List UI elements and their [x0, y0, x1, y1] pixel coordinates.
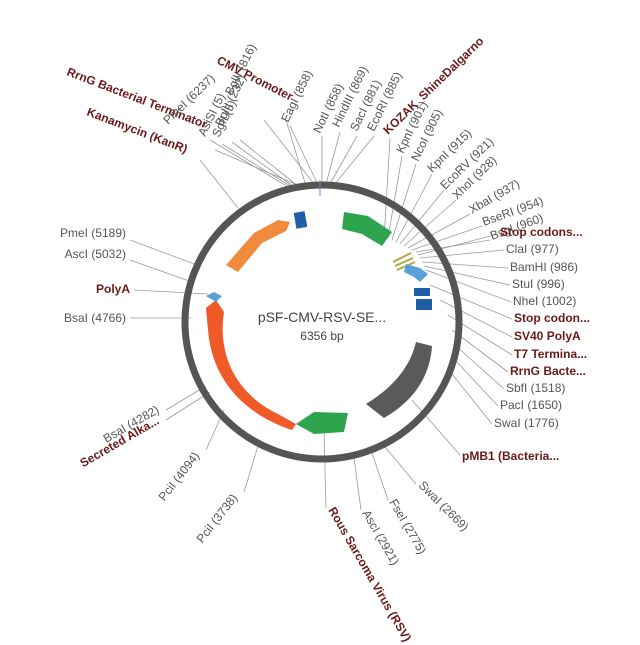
leader-line: [353, 457, 362, 511]
restriction-site-label[interactable]: PciI (4094): [156, 449, 203, 503]
restriction-site-label[interactable]: BsaI (4766): [64, 311, 126, 325]
leader-line: [423, 265, 511, 286]
leader-line: [129, 239, 198, 266]
feature-label[interactable]: SV40 PolyA: [514, 329, 581, 343]
leader-line: [231, 141, 295, 188]
leader-line: [285, 119, 307, 187]
kanamycin-resistance-arrow[interactable]: [226, 220, 290, 272]
leader-line: [384, 446, 417, 485]
restriction-site-label[interactable]: AscI (5032): [65, 247, 126, 261]
restriction-site-label[interactable]: SwaI (1776): [494, 416, 559, 430]
rrng-terminator-box[interactable]: [293, 211, 308, 229]
feature-label[interactable]: PolyA: [96, 282, 130, 296]
leader-line: [451, 373, 493, 425]
leader-line: [399, 189, 445, 245]
leader-line: [165, 391, 211, 421]
kozak-marker-1: [392, 252, 412, 263]
leader-line: [419, 249, 505, 259]
leader-line: [383, 137, 391, 241]
feature-label[interactable]: RrnG Bacte...: [510, 364, 586, 378]
kozak-marker-2: [394, 257, 414, 267]
leader-line: [407, 213, 471, 249]
leader-line: [454, 344, 505, 390]
restriction-site-label[interactable]: PciI (3738): [194, 491, 241, 545]
leader-line: [325, 131, 341, 185]
leader-line: [421, 261, 509, 269]
leader-line: [289, 125, 319, 186]
feature-label[interactable]: Stop codons...: [500, 225, 583, 239]
leader-line: [214, 149, 301, 187]
leader-line: [263, 119, 316, 186]
feature-label[interactable]: Stop codon...: [514, 311, 590, 325]
stop-codon-arrow[interactable]: [404, 264, 428, 282]
leader-line: [239, 139, 299, 187]
leader-line: [391, 163, 417, 241]
leader-line: [371, 452, 389, 501]
leader-line: [395, 173, 433, 243]
feature-label[interactable]: T7 Termina...: [514, 347, 587, 361]
sv40-polya-box[interactable]: [414, 288, 430, 296]
leader-line: [387, 155, 403, 239]
leader-line: [454, 359, 499, 407]
leader-line: [411, 225, 483, 251]
leader-line: [209, 139, 291, 189]
leader-line: [129, 259, 193, 283]
rsv-promoter-arrow[interactable]: [296, 412, 348, 434]
leader-line: [425, 269, 512, 303]
restriction-site-label[interactable]: BamHI (986): [510, 260, 578, 274]
plasmid-backbone-ring: [181, 181, 463, 463]
leader-line: [199, 159, 239, 209]
restriction-site-label[interactable]: SwaI (2669): [416, 478, 472, 534]
feature-label[interactable]: pMB1 (Bacteria...: [462, 449, 559, 463]
leader-line: [403, 199, 457, 247]
leader-line: [329, 135, 358, 185]
secreted-alkaline-phosphatase-arrow[interactable]: [206, 300, 296, 430]
leader-line: [429, 284, 513, 320]
t7-terminator-box[interactable]: [416, 299, 432, 310]
leader-line: [411, 399, 461, 456]
leader-line: [417, 233, 499, 256]
leader-line: [439, 299, 513, 338]
restriction-site-label[interactable]: PmeI (5189): [60, 226, 126, 240]
restriction-site-label[interactable]: StuI (996): [512, 277, 565, 291]
leader-line: [333, 135, 375, 186]
plasmid-name: pSF-CMV-RSV-SE...: [258, 309, 386, 325]
polya-arrow[interactable]: [206, 292, 222, 302]
restriction-site-label[interactable]: PacI (1650): [500, 398, 562, 412]
plasmid-size: 6356 bp: [300, 329, 344, 343]
restriction-site-label[interactable]: SbfI (1518): [506, 381, 565, 395]
pmb1-origin-arc[interactable]: [366, 342, 432, 418]
leader-line: [243, 445, 259, 493]
leader-line: [221, 143, 293, 188]
leader-lines: [129, 119, 513, 511]
cmv-promoter-arrow[interactable]: [342, 212, 392, 246]
restriction-site-label[interactable]: NheI (1002): [513, 294, 576, 308]
leader-line: [323, 429, 327, 509]
restriction-site-label[interactable]: ClaI (977): [506, 242, 559, 256]
leader-line: [133, 289, 209, 295]
